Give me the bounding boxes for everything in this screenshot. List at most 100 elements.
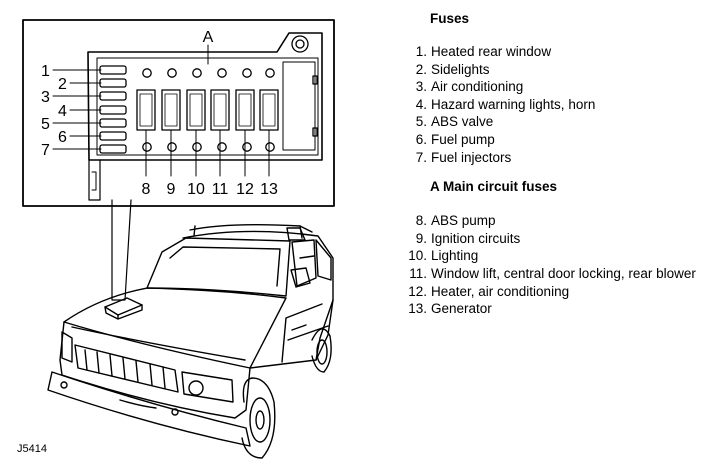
legend-item-number: 11.	[409, 265, 427, 281]
fuse-callout: 10	[187, 181, 205, 198]
legend-item-label: Sidelights	[431, 61, 490, 77]
legend-group-title: Fuses	[430, 11, 470, 26]
main-fuse-insert	[139, 93, 153, 127]
fuse-callout: 4	[58, 103, 67, 120]
legend-item: 1. Heated rear window	[404, 43, 722, 61]
legend-item: 11.Window lift, central door locking, re…	[404, 265, 722, 283]
headlight-right	[181, 371, 234, 403]
main-fuse-insert	[164, 93, 178, 127]
front-wheel	[241, 377, 276, 459]
legend-item-label: Fuel injectors	[431, 149, 512, 165]
legend-item-number: 6.	[415, 131, 427, 147]
legend-item: 6.Fuel pump	[404, 131, 722, 149]
legend-item-label: Window lift, central door locking, rear …	[431, 265, 696, 281]
small-fuse	[99, 144, 127, 154]
terminal-hole	[242, 142, 252, 152]
mounting-bolt	[291, 35, 309, 53]
fuse-callout: 8	[142, 181, 151, 198]
fuse-callout: 1	[41, 63, 50, 80]
legend-item-label: Ignition circuits	[431, 230, 521, 246]
small-fuse	[99, 91, 127, 101]
rear-wheel	[311, 328, 332, 373]
fuse-callout: 3	[41, 89, 50, 106]
legend-item: 7.Fuel injectors	[404, 149, 722, 167]
legend-item: 5.ABS valve	[404, 113, 722, 131]
small-fuse	[99, 118, 127, 128]
terminal-hole	[242, 68, 252, 78]
legend-item-label: Air conditioning	[431, 79, 524, 95]
legend-item-label: Hazard warning lights, horn	[431, 96, 596, 112]
small-fuse-row	[99, 65, 127, 154]
main-fuse-insert	[213, 93, 227, 127]
terminal-hole	[192, 68, 202, 78]
legend-item-number: 10.	[408, 248, 427, 264]
small-fuse	[99, 65, 127, 75]
fuse-callout: 2	[58, 76, 67, 93]
legend-item-label: Lighting	[431, 248, 479, 264]
terminal-hole	[142, 142, 152, 152]
windscreen	[146, 237, 291, 297]
terminal-hole	[142, 68, 152, 78]
main-fuse-insert	[238, 93, 252, 127]
legend-item: 13.Generator	[404, 300, 722, 318]
fuse-box	[87, 32, 323, 301]
legend-item-label: Heater, air conditioning	[431, 283, 570, 299]
terminal-hole	[217, 142, 227, 152]
legend-item-number: 12.	[408, 283, 427, 299]
legend-item-number: 3.	[415, 79, 427, 95]
side-mirror	[290, 267, 311, 288]
legend-item-number: 9.	[415, 230, 427, 246]
legend-item-number: 4.	[415, 96, 427, 112]
inset-frame	[22, 19, 335, 207]
legend-item: 8.ABS pump	[404, 212, 722, 230]
legend-item: 9.Ignition circuits	[404, 230, 722, 248]
bonnet	[63, 287, 287, 369]
small-fuse	[99, 131, 127, 141]
headlight-left	[61, 331, 73, 363]
small-fuse	[99, 78, 127, 88]
legend-item-number: 7.	[415, 149, 427, 165]
fuse-callout: 5	[41, 116, 50, 133]
legend-item: 4.Hazard warning lights, horn	[404, 96, 722, 114]
terminal-hole	[217, 68, 227, 78]
terminal-hole	[167, 68, 177, 78]
vehicle-illustration	[47, 223, 334, 459]
fuse-callout: 13	[260, 181, 278, 198]
main-fuse-insert	[262, 93, 276, 127]
legend-item: 10.Lighting	[404, 247, 722, 265]
legend-item-number: 1.	[415, 44, 427, 59]
terminal-hole	[167, 142, 177, 152]
fuse-callout: 6	[58, 129, 67, 146]
front-grille	[74, 344, 179, 393]
legend-item: 2.Sidelights	[404, 61, 722, 79]
terminal-hole	[265, 142, 275, 152]
leader-line-to-vehicle	[111, 199, 132, 301]
fuse-callout: 12	[236, 181, 254, 198]
legend-item-number: 8.	[415, 213, 427, 229]
figure-code: J5414	[17, 443, 47, 455]
legend-item-number: 5.	[415, 114, 427, 130]
legend-item-label: ABS valve	[431, 114, 494, 130]
fuse-callout: 9	[167, 181, 176, 198]
terminal-hole	[192, 142, 202, 152]
legend-item: 12.Heater, air conditioning	[404, 283, 722, 301]
terminal-hole	[265, 68, 275, 78]
fuse-callout: 7	[41, 142, 50, 159]
legend-item-label: ABS pump	[431, 213, 496, 229]
legend-item-label: Fuel pump	[431, 131, 495, 147]
front-bumper	[47, 371, 251, 447]
legend-item-label: Generator	[431, 301, 492, 317]
small-fuse	[99, 105, 127, 115]
legend-item-number: 2.	[415, 61, 427, 77]
legend-item-label: Heated rear window	[431, 44, 552, 59]
main-fuse-row	[136, 89, 279, 131]
main-fuse-insert	[189, 93, 203, 127]
legend-item: 3.Air conditioning	[404, 78, 722, 96]
fuse-callout: 11	[212, 181, 229, 198]
